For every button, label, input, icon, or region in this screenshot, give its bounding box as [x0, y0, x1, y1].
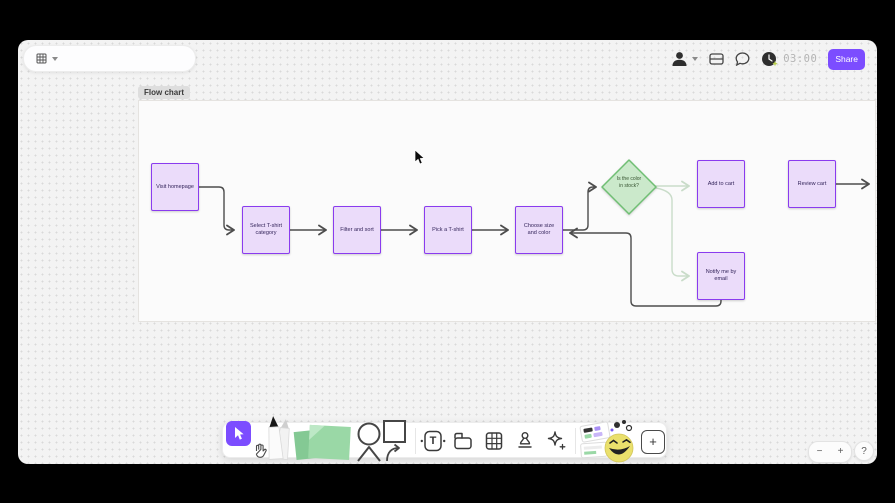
decision-label: Is the color in stock?	[616, 176, 642, 189]
section-tool-button[interactable]	[451, 430, 475, 452]
select-tool-button[interactable]	[226, 421, 251, 446]
comment-icon[interactable]	[735, 52, 750, 66]
zoom-in-button[interactable]: +	[837, 446, 844, 457]
flow-node-pick-tshirt[interactable]: Pick a T-shirt	[424, 206, 472, 254]
table-tool-icon	[485, 432, 503, 450]
flow-node-choose-size-color[interactable]: Choose size and color	[515, 206, 563, 254]
section-tool-icon	[454, 432, 472, 450]
table-tool-button[interactable]	[482, 430, 506, 452]
stickers-templates-button[interactable]	[579, 418, 637, 464]
chevron-down-icon	[692, 57, 699, 61]
plus-icon: +	[641, 430, 665, 454]
ai-sparkle-tool-button[interactable]	[544, 430, 568, 452]
grid-menu-icon	[36, 53, 47, 64]
text-tool-button[interactable]: T	[420, 430, 446, 452]
stamp-tool-button[interactable]	[513, 430, 537, 452]
text-tool-icon	[420, 430, 446, 452]
timer-value: 03:00	[783, 53, 818, 65]
file-menu-pill[interactable]	[23, 45, 196, 72]
select-cursor-icon	[235, 427, 244, 440]
topbar-right: 03:00 Share	[671, 48, 865, 70]
flow-node-notify-email[interactable]: Notify me by email	[697, 252, 745, 300]
shapes-tool-button[interactable]	[354, 419, 410, 463]
frame-label[interactable]: Flow chart	[138, 86, 191, 99]
bottom-toolbar: T	[222, 416, 667, 463]
flow-node-select-category[interactable]: Select T-shirt category	[242, 206, 290, 254]
shapes-icon	[357, 420, 406, 462]
help-button[interactable]: ?	[854, 441, 874, 461]
hand-tool-button[interactable]	[252, 442, 268, 459]
stickers-emoji-icon	[579, 420, 634, 463]
toolbar-divider	[575, 428, 576, 454]
timer-button[interactable]: 03:00	[761, 51, 817, 68]
share-button[interactable]: Share	[828, 48, 865, 70]
sticky-note-tool-button[interactable]	[293, 424, 353, 461]
flow-node-visit-homepage[interactable]: Visit homepage	[151, 163, 199, 211]
toolbar-divider	[415, 428, 416, 454]
marker-icon	[268, 416, 290, 461]
user-avatar-button[interactable]	[671, 50, 699, 68]
ai-sparkle-icon	[547, 431, 566, 450]
layout-icon[interactable]	[709, 53, 724, 65]
chevron-down-icon	[52, 56, 58, 61]
flow-node-filter-sort[interactable]: Filter and sort	[333, 206, 381, 254]
flow-node-review-cart[interactable]: Review cart	[788, 160, 836, 208]
flow-node-add-to-cart[interactable]: Add to cart	[697, 160, 745, 208]
stamp-tool-icon	[518, 432, 532, 448]
hand-icon	[255, 443, 267, 458]
zoom-controls: − +	[808, 441, 852, 463]
text-tool-glyph: T	[429, 435, 437, 447]
timer-icon	[762, 51, 778, 66]
app-window[interactable]: 03:00 Share Flow chart	[18, 40, 877, 464]
sticky-note-icon	[293, 424, 351, 461]
zoom-out-button[interactable]: −	[816, 446, 823, 457]
add-tools-button[interactable]: +	[641, 430, 665, 454]
user-avatar-icon	[672, 52, 687, 66]
marker-tool-button[interactable]	[263, 415, 293, 461]
